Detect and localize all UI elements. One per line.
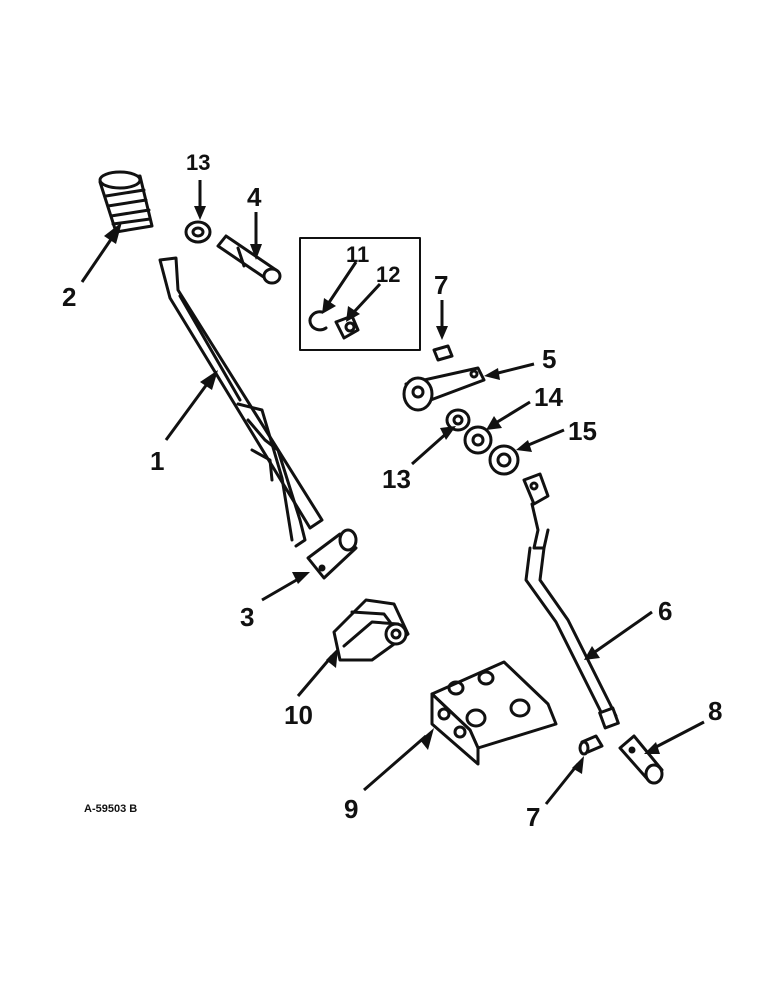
part-lever-arm bbox=[402, 366, 486, 412]
callout-8: 8 bbox=[708, 696, 722, 726]
part-washer-upper bbox=[184, 220, 212, 244]
leader-lines bbox=[80, 180, 705, 805]
callout-7-upper: 7 bbox=[434, 270, 448, 300]
callout-11: 11 bbox=[346, 242, 369, 267]
part-pin bbox=[216, 234, 282, 285]
part-knob bbox=[98, 170, 154, 234]
part-rod bbox=[522, 472, 620, 730]
part-sleeve bbox=[306, 528, 358, 580]
callout-4: 4 bbox=[247, 182, 262, 212]
callout-1: 1 bbox=[150, 446, 164, 476]
part-small-pin-upper bbox=[432, 344, 454, 362]
callout-14: 14 bbox=[534, 382, 563, 412]
callout-10: 10 bbox=[284, 700, 313, 730]
callout-12: 12 bbox=[376, 262, 400, 287]
part-small-pin-lower bbox=[578, 734, 604, 756]
callout-13-lower: 13 bbox=[382, 464, 411, 494]
callout-9: 9 bbox=[344, 794, 358, 824]
callout-5: 5 bbox=[542, 344, 556, 374]
part-mounting-bracket bbox=[430, 660, 558, 766]
part-shift-lever bbox=[158, 256, 324, 548]
callout-6: 6 bbox=[658, 596, 672, 626]
callout-15: 15 bbox=[568, 416, 597, 446]
callout-7-lower: 7 bbox=[526, 802, 540, 832]
part-bushing bbox=[463, 425, 493, 455]
callout-13-upper: 13 bbox=[186, 150, 210, 175]
part-washer-lower bbox=[445, 408, 471, 432]
part-snap-ring bbox=[308, 310, 328, 332]
part-spacer bbox=[488, 444, 520, 476]
reference-code: A-59503 B bbox=[84, 803, 137, 815]
callout-2: 2 bbox=[62, 282, 76, 312]
callout-3: 3 bbox=[240, 602, 254, 632]
part-clamp bbox=[332, 598, 410, 662]
part-clevis bbox=[618, 734, 664, 785]
